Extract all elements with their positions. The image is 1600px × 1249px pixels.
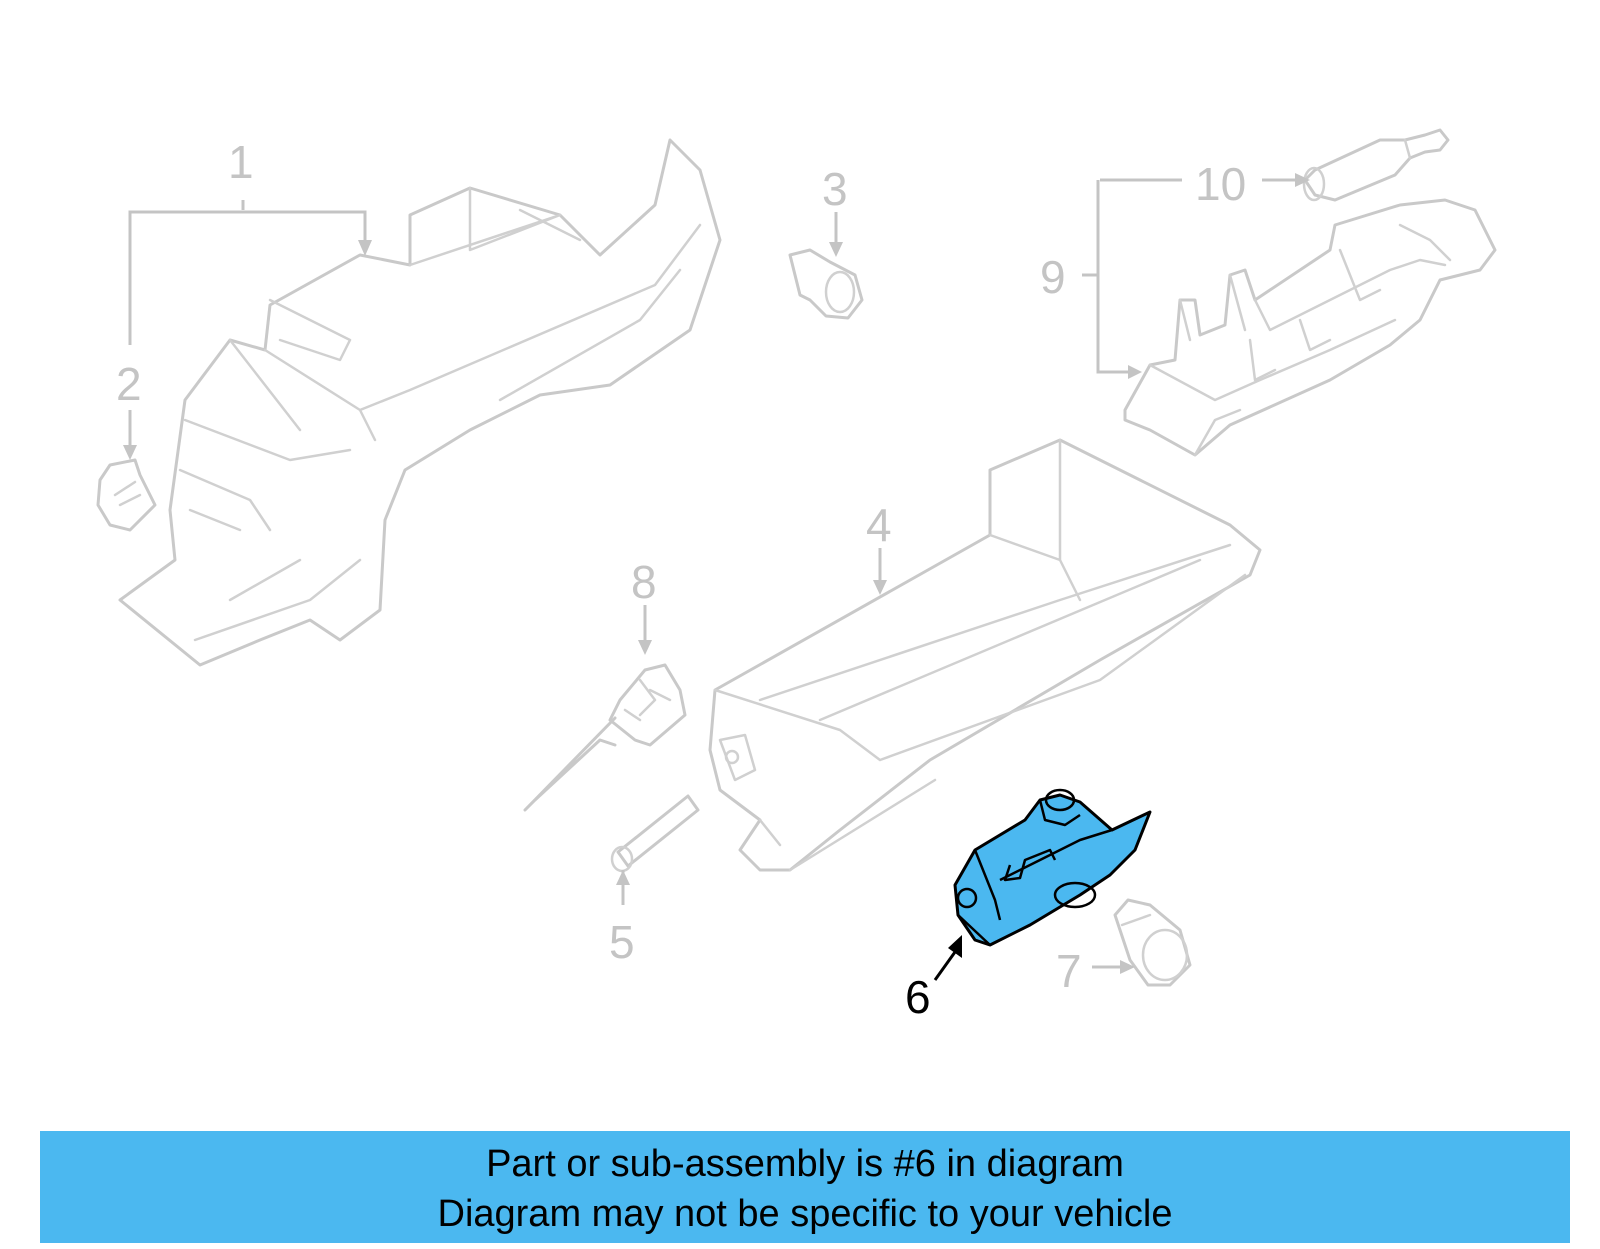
banner-line-1: Part or sub-assembly is #6 in diagram (486, 1143, 1124, 1185)
callout-6: 6 (905, 971, 931, 1023)
parts-diagram: 1 2 3 4 5 6 (96, 128, 1497, 1023)
part-10-cylinder (1302, 128, 1450, 202)
callout-10: 10 (1195, 158, 1246, 210)
part-8-damper (523, 663, 687, 812)
banner-line-2: Diagram may not be specific to your vehi… (437, 1193, 1173, 1235)
part-2-clip (96, 458, 157, 532)
part-9-handle-assembly (1123, 198, 1497, 457)
callout-5: 5 (609, 916, 635, 968)
part-1-instrument-panel (118, 138, 722, 667)
callout-7: 7 (1056, 945, 1082, 997)
callout-1: 1 (228, 136, 254, 188)
part-7-bumper (1113, 898, 1192, 987)
callout-9: 9 (1040, 251, 1066, 303)
callout-4: 4 (866, 499, 892, 551)
info-banner: Part or sub-assembly is #6 in diagram Di… (40, 1131, 1570, 1243)
part-4-glove-box (708, 438, 1262, 872)
callout-3: 3 (822, 163, 848, 215)
part-3-bumper (788, 248, 864, 320)
part-6-latch-assembly (953, 788, 1152, 947)
part-5-pin (610, 794, 700, 873)
callout-2: 2 (116, 358, 142, 410)
callout-8: 8 (631, 556, 657, 608)
